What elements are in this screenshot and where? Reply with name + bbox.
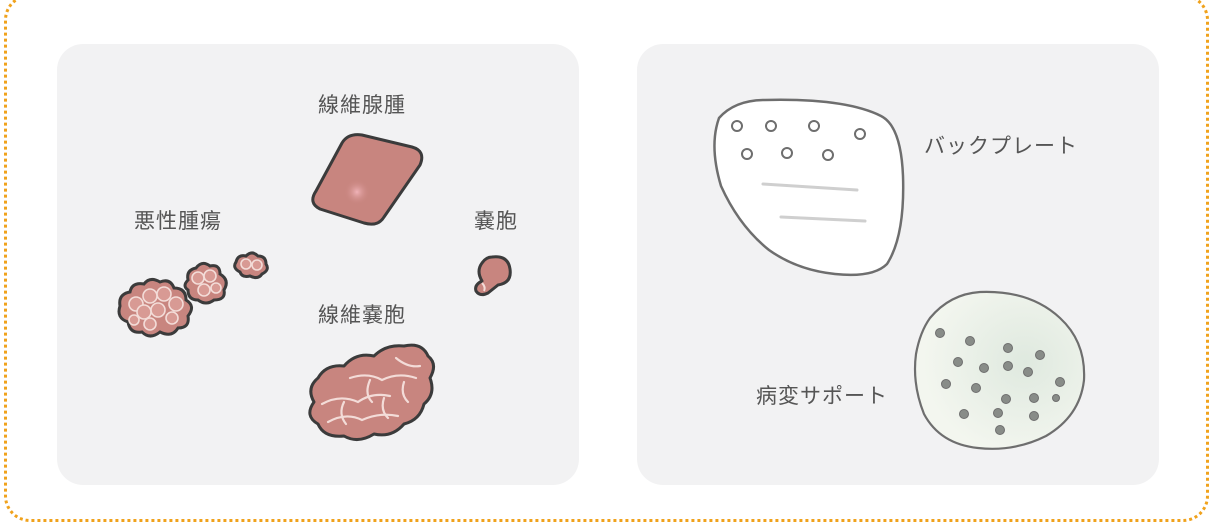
lesion-support-shape (913, 290, 1086, 450)
cyst-label: 嚢胞 (474, 209, 518, 233)
fibroadenoma-label: 線維腺腫 (318, 93, 406, 117)
lesion-support-label: 病変サポート (756, 384, 888, 408)
backplate-label: バックプレート (924, 134, 1078, 158)
malignant-tumor-label: 悪性腫瘍 (134, 209, 222, 233)
fibrocystic-label: 線維嚢胞 (318, 303, 406, 327)
malignant-tumor-shape (117, 251, 269, 338)
fibrocystic-shape (308, 343, 435, 441)
cyst-shape (474, 255, 512, 297)
fibroadenoma-shape (311, 133, 424, 226)
outer-dotted-frame (4, 0, 1209, 522)
backplate-shape (713, 98, 905, 277)
